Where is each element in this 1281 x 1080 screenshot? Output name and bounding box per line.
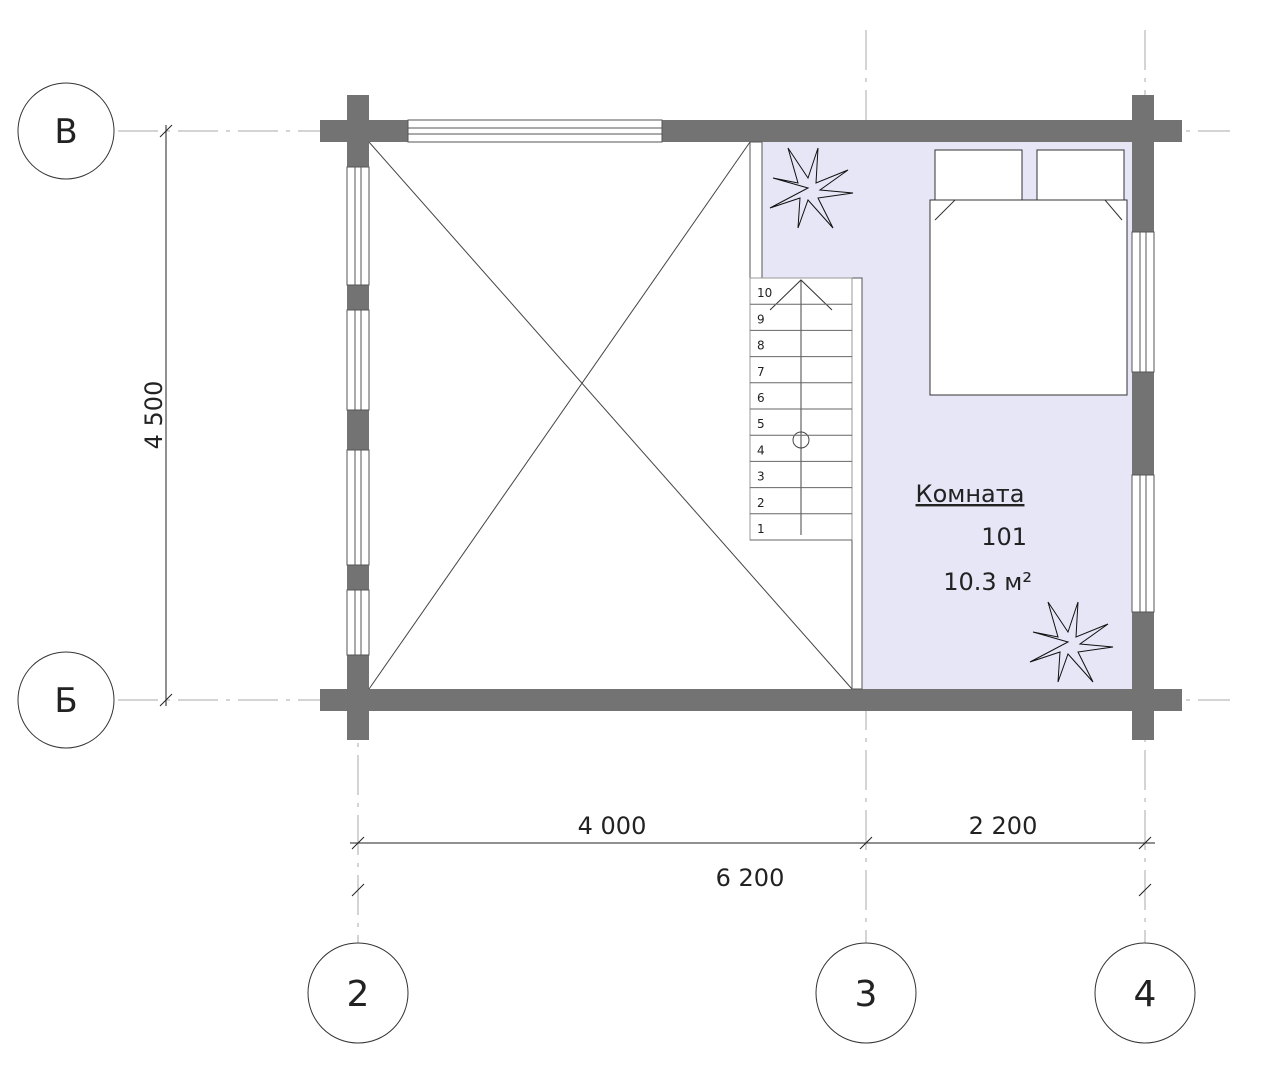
svg-text:Б: Б — [54, 681, 77, 721]
bed — [929, 149, 1128, 396]
dimension-4000: 4 000 — [578, 812, 647, 840]
open-void-cross — [368, 141, 853, 690]
stair-step-number: 1 — [757, 522, 765, 536]
stair-step-number: 10 — [757, 286, 772, 300]
staircase: 1 2 3 4 5 6 7 8 9 10 — [749, 277, 853, 541]
plant-icon — [1029, 601, 1114, 683]
svg-text:4: 4 — [1134, 974, 1157, 1015]
axis-bubble-col-2: 2 — [307, 942, 409, 1044]
stair-step-number: 7 — [757, 365, 765, 379]
stair-step-number: 9 — [757, 312, 765, 326]
axis-bubble-row-v: В — [17, 82, 115, 180]
svg-text:В: В — [54, 112, 77, 152]
windows — [346, 119, 1155, 656]
stair-step-number: 2 — [757, 496, 765, 510]
svg-text:3: 3 — [855, 974, 878, 1015]
stair-step-number: 6 — [757, 391, 765, 405]
stair-step-number: 8 — [757, 339, 765, 353]
svg-text:2: 2 — [347, 974, 370, 1015]
axis-bubble-col-3: 3 — [815, 942, 917, 1044]
walls — [320, 95, 1182, 740]
dimension-vertical: 4 500 — [140, 381, 168, 450]
room-area: 10.3 м² — [943, 568, 1032, 596]
plant-icon — [769, 147, 854, 229]
stair-step-number: 5 — [757, 417, 765, 431]
room-number: 101 — [981, 523, 1027, 551]
axis-bubble-col-4: 4 — [1094, 942, 1196, 1044]
dimension-6200: 6 200 — [716, 864, 785, 892]
stair-step-number: 4 — [757, 443, 765, 457]
dimension-2200: 2 200 — [969, 812, 1038, 840]
room-name: Комната — [916, 480, 1025, 508]
stair-step-number: 3 — [757, 470, 765, 484]
dimension-lines — [159, 124, 1155, 897]
axis-bubble-row-b: Б — [17, 651, 115, 749]
